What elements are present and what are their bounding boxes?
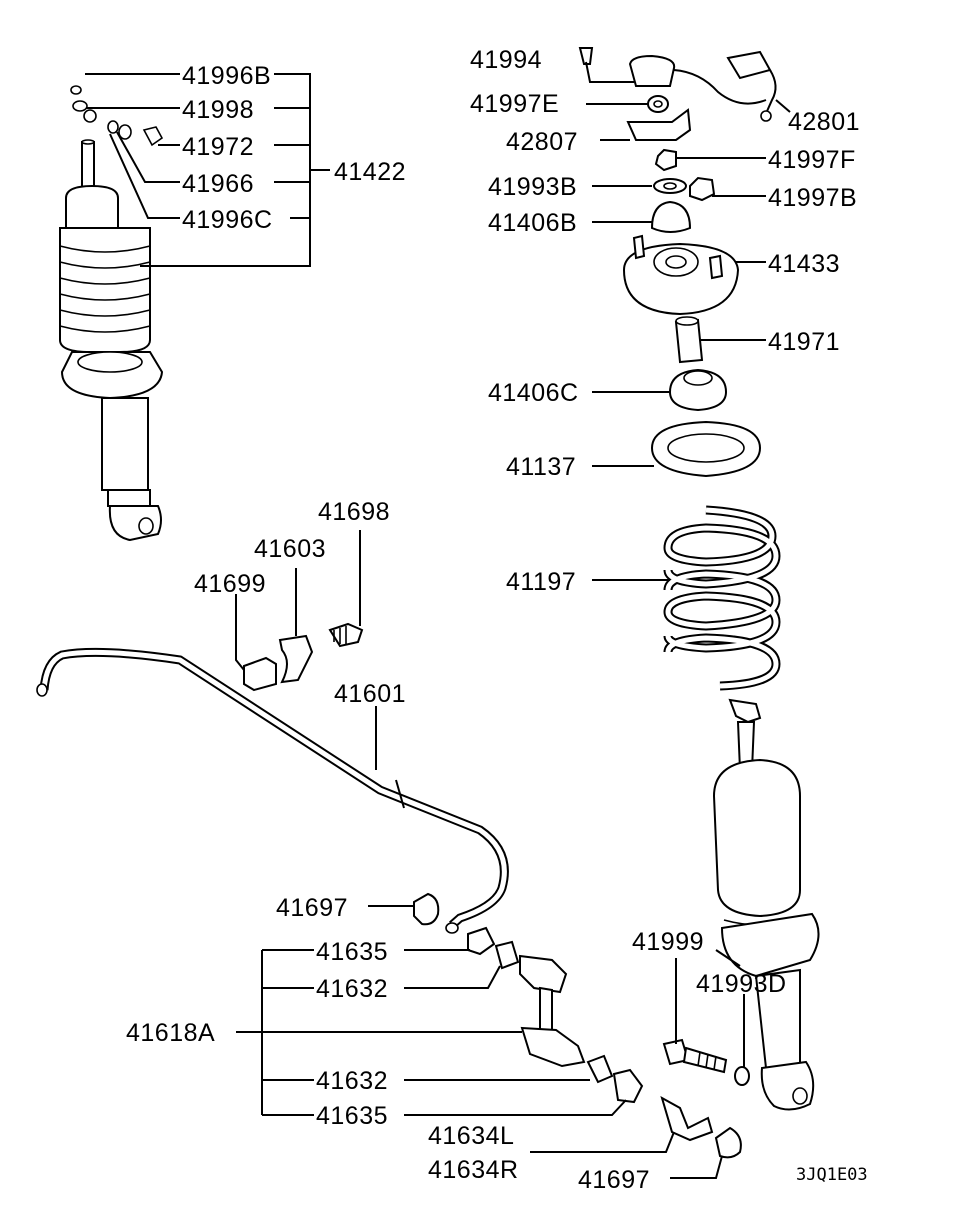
bumper-41406b-drawing xyxy=(650,200,692,233)
label-41632-upper: 41632 xyxy=(316,975,388,1003)
strut-upper-parts xyxy=(578,47,781,691)
part-41996b-drawing xyxy=(70,85,82,95)
diagram-code: 3JQ1E03 xyxy=(796,1165,868,1185)
bracket-42807-drawing xyxy=(626,108,692,141)
label-41433: 41433 xyxy=(768,250,840,278)
label-41632-lower: 41632 xyxy=(316,1067,388,1095)
upper-cap xyxy=(65,184,119,229)
label-41618a: 41618A xyxy=(126,1019,215,1047)
label-41406b: 41406B xyxy=(488,209,577,237)
bolt-41698-drawing xyxy=(328,622,364,648)
washer-41993d-drawing xyxy=(734,1066,750,1086)
label-41996c: 41996C xyxy=(182,206,273,234)
label-41699: 41699 xyxy=(194,570,266,598)
left-shock-absorber-assembly xyxy=(59,85,164,542)
label-42807: 42807 xyxy=(506,128,578,156)
coil-spring-41197-drawing xyxy=(663,505,781,691)
label-41697-lower: 41697 xyxy=(578,1166,650,1194)
label-41422: 41422 xyxy=(334,158,406,186)
label-41994: 41994 xyxy=(470,46,542,74)
part-41972-drawing xyxy=(118,124,164,147)
leaders-41422 xyxy=(85,73,330,267)
label-41197: 41197 xyxy=(506,568,576,596)
label-41601: 41601 xyxy=(334,680,406,708)
label-41997e: 41997E xyxy=(470,90,559,118)
label-41971: 41971 xyxy=(768,328,840,356)
sensor-42801-drawing xyxy=(628,54,676,87)
screw-41994-drawing xyxy=(578,47,594,65)
bracket-41634-drawing xyxy=(660,1095,714,1142)
nut-41997f-drawing xyxy=(654,148,677,172)
label-41996b: 41996B xyxy=(182,62,271,90)
label-41634r: 41634R xyxy=(428,1156,519,1184)
leaders-right xyxy=(530,61,791,1179)
label-41993d: 41993D xyxy=(696,970,787,998)
label-41603: 41603 xyxy=(254,535,326,563)
label-42801: 42801 xyxy=(788,108,860,136)
stabilizer-bar xyxy=(36,647,509,934)
label-41993b: 41993B xyxy=(488,173,577,201)
label-41698: 41698 xyxy=(318,498,390,526)
label-41966: 41966 xyxy=(182,170,254,198)
part-labels: 41996B 41998 41972 41966 41996C 41422 41… xyxy=(126,46,868,1194)
label-41999: 41999 xyxy=(632,928,704,956)
clamp-41603-drawing xyxy=(278,634,314,684)
bushing-41699-drawing xyxy=(243,656,277,692)
bolt-41999-drawing xyxy=(662,1038,728,1074)
label-41635-lower: 41635 xyxy=(316,1102,388,1130)
label-41137: 41137 xyxy=(506,453,576,481)
strut-body xyxy=(712,698,820,1111)
leaders-stabilizer xyxy=(235,530,627,1116)
label-41697-upper: 41697 xyxy=(276,894,348,922)
label-41997f: 41997F xyxy=(768,146,856,174)
part-41998-drawing xyxy=(72,100,97,123)
part-41966-drawing xyxy=(107,120,119,134)
label-41998: 41998 xyxy=(182,96,254,124)
sleeve-41971-drawing xyxy=(674,318,704,364)
dust-boot xyxy=(59,227,151,353)
nut-41997b-drawing xyxy=(689,176,716,202)
label-41635-upper: 41635 xyxy=(316,938,388,966)
stabilizer-link-41618a xyxy=(467,926,644,1104)
label-41634l: 41634L xyxy=(428,1122,514,1150)
bushing-41697-upper-drawing xyxy=(413,892,440,926)
label-41406c: 41406C xyxy=(488,379,579,407)
label-41972: 41972 xyxy=(182,133,254,161)
bushing-41697-lower-drawing xyxy=(714,1126,742,1159)
label-41997b: 41997B xyxy=(768,184,857,212)
shock-body xyxy=(101,397,149,491)
